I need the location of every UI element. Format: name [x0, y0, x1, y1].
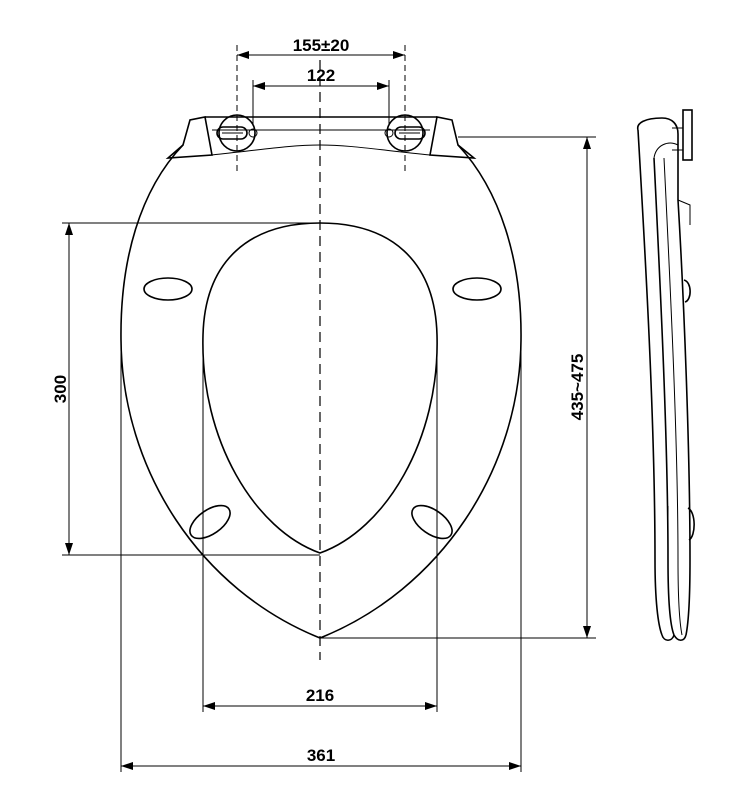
side-lower-bumper: [687, 507, 695, 541]
opening-width-arrow-right: [425, 702, 437, 710]
right-hinge-pin: [384, 128, 394, 138]
left-hinge-pin: [248, 128, 258, 138]
hinge-spacing-label: 155±20: [293, 36, 350, 55]
side-seat-top: [653, 142, 679, 159]
seat-length-arrow-bottom: [583, 626, 591, 638]
left-top-bumper: [143, 277, 193, 301]
hinge-dim-arrow-left: [237, 51, 249, 59]
seat-outer-outline: [120, 144, 522, 639]
opening-width-label: 216: [306, 686, 334, 705]
hinge-dim-arrow-right: [393, 51, 405, 59]
hole-dim-arrow-right: [377, 82, 389, 90]
side-view: [636, 109, 695, 642]
right-bottom-bumper: [411, 504, 453, 540]
side-bottom-curve-2: [673, 634, 687, 642]
side-upper-bumper: [683, 279, 691, 303]
left-bottom-bumper: [189, 504, 231, 540]
seat-length-arrow-top: [583, 137, 591, 149]
opening-dim-arrow-bottom: [65, 543, 73, 555]
hole-dim-arrow-left: [253, 82, 265, 90]
seat-width-arrow-left: [121, 762, 133, 770]
opening-length-label: 300: [51, 375, 70, 403]
hole-spacing-label: 122: [307, 66, 335, 85]
opening-width-arrow-left: [203, 702, 215, 710]
side-lid-outline: [636, 117, 691, 636]
seat-width-arrow-right: [509, 762, 521, 770]
side-bottom-curve: [661, 634, 675, 642]
hinge-assembly: [165, 114, 477, 159]
side-lid-back: [637, 129, 663, 636]
right-hinge-slot: [394, 126, 426, 140]
right-top-bumper: [452, 277, 502, 301]
seat-length-label: 435~475: [568, 354, 587, 421]
side-seat-inner: [663, 157, 683, 636]
left-hinge-slot: [216, 126, 248, 140]
right-hinge-block: [429, 116, 477, 159]
side-hinge-plate: [682, 109, 693, 161]
opening-dim-arrow-top: [65, 223, 73, 235]
side-step: [677, 199, 691, 225]
left-hinge-block: [165, 116, 213, 159]
seat-opening-outline: [202, 222, 438, 554]
side-seat-outer: [653, 157, 675, 636]
dimension-lines: 155±20 122 300 435~475 216: [51, 36, 596, 772]
seat-width-label: 361: [307, 746, 335, 765]
front-view: [120, 60, 522, 660]
